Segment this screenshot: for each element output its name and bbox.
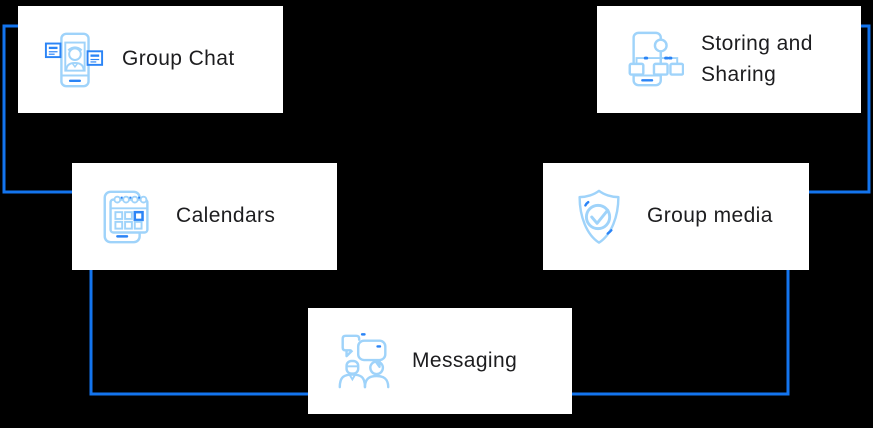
feature-label: Storing and Sharing [701,32,813,86]
storing-sharing-icon [622,29,684,91]
feature-label: Calendars [176,204,276,228]
connector-bottom-right [572,270,790,396]
feature-label: Messaging [412,348,518,372]
feature-label: Group Chat [122,47,235,71]
connector-bottom-left [89,270,308,396]
feature-card-storing-and-sharing: Storing and Sharing [597,6,861,113]
feature-card-group-media: Group media [543,163,809,270]
feature-label: Group media [647,204,773,228]
messaging-icon [333,330,395,392]
feature-card-messaging: Messaging [308,308,572,414]
shield-check-icon [568,186,630,248]
feature-card-calendars: Calendars [72,163,337,270]
feature-card-group-chat: Group Chat [18,6,283,113]
group-chat-icon [43,29,105,91]
calendars-icon [97,186,159,248]
